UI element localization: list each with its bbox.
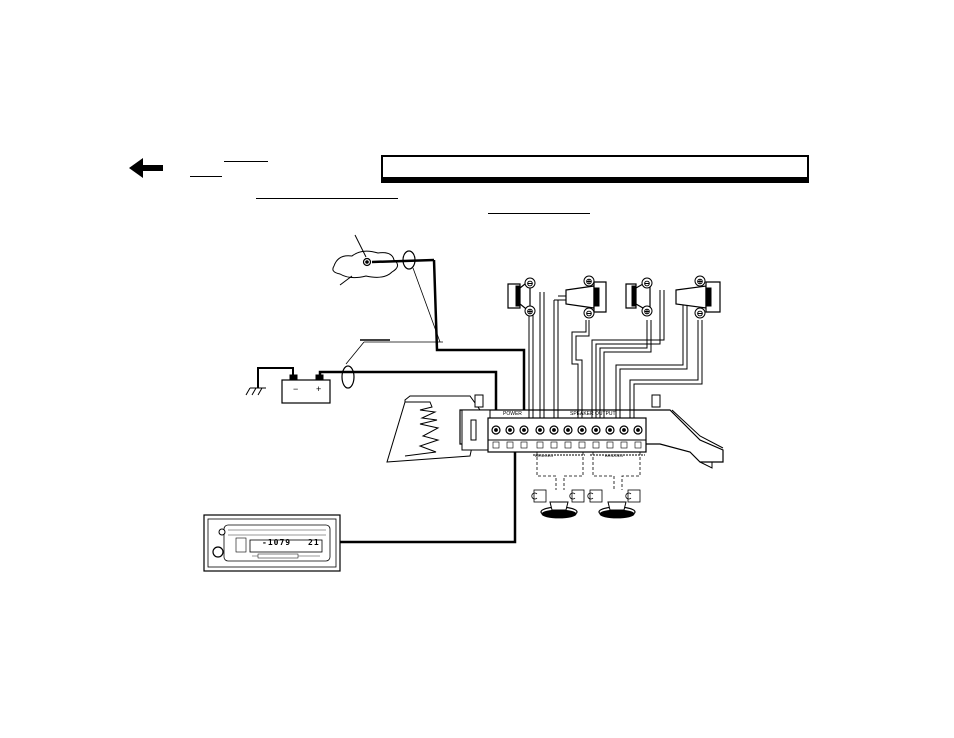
speaker-1: [507, 278, 531, 314]
spk2-top-polarity: ⊕: [586, 277, 593, 286]
spk2-bottom-polarity: ⊖: [586, 309, 593, 318]
battery-neg-label: −: [293, 384, 298, 394]
battery: − +: [245, 367, 331, 404]
speaker-2: [565, 281, 607, 313]
speaker-wires: [528, 290, 703, 418]
spk4-top-polarity: ⊕: [697, 277, 704, 286]
head-unit: [203, 514, 341, 572]
head-unit-display-right: 21: [308, 538, 320, 547]
header-rule-2: [190, 176, 222, 177]
back-arrow-icon[interactable]: [127, 155, 165, 181]
amplifier: POWER SPEAKER OUTPUT BRIDGED BRIDGED: [386, 394, 724, 469]
remote-wire: [340, 450, 517, 544]
battery-pos-label: +: [316, 384, 321, 394]
title-bar: [381, 155, 809, 183]
spk3-bottom-polarity: ⊕: [644, 307, 651, 316]
spk1-bottom-polarity: ⊕: [527, 307, 534, 316]
power-wire: [318, 370, 498, 430]
spk1-top-polarity: ⊖: [527, 279, 534, 288]
spk4-bottom-polarity: ⊖: [697, 309, 704, 318]
ground-wire: [432, 259, 526, 430]
header-rule-3: [256, 198, 398, 199]
power-label: POWER: [503, 411, 522, 417]
terminal-block: [491, 425, 643, 449]
speaker-4: [675, 281, 721, 313]
spk3-top-polarity: ⊖: [644, 279, 651, 288]
header-rule-4: [488, 213, 590, 214]
head-unit-display-main: -1079: [262, 538, 292, 547]
bridged-subwoofers: [531, 452, 641, 519]
header-rule-1: [224, 161, 268, 162]
speaker-output-label: SPEAKER OUTPUT: [570, 411, 616, 417]
chassis-ground: [332, 234, 435, 286]
bridged-label-left: BRIDGED: [535, 453, 553, 458]
polarity-marks: [524, 275, 706, 319]
